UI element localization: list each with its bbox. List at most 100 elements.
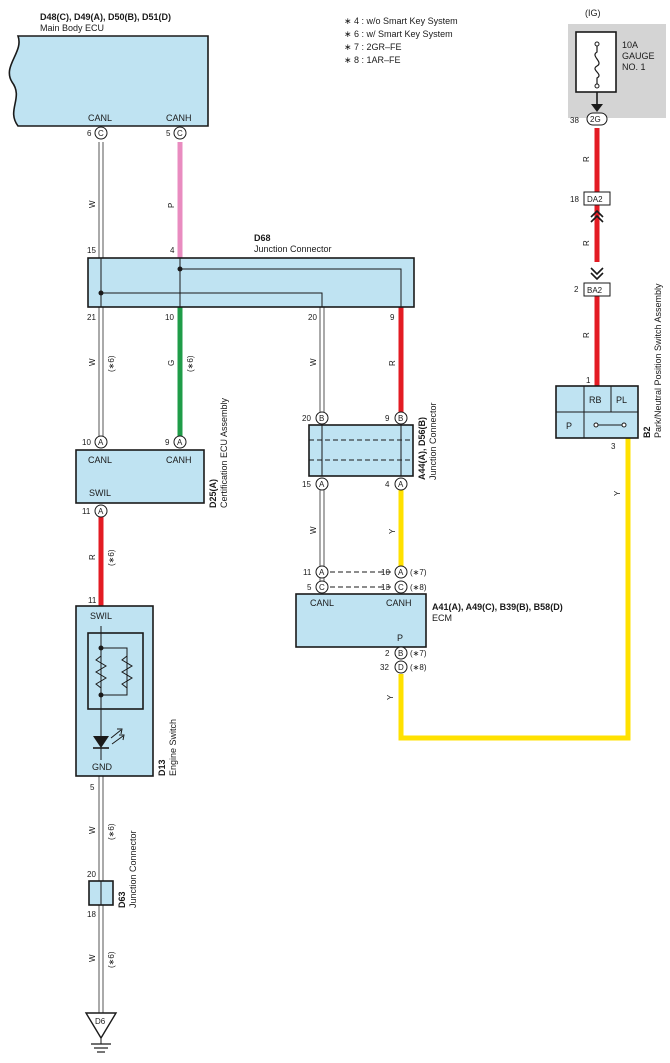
wire-label-note6-swil: (∗6) bbox=[107, 549, 116, 566]
fuse-rating: 10A bbox=[622, 40, 638, 50]
fuse-conn: 2G bbox=[590, 115, 601, 124]
cert-swil: SWIL bbox=[89, 488, 111, 498]
wire-label-y-pnp: Y bbox=[613, 490, 622, 496]
ecm-out2-note: (∗8) bbox=[410, 663, 427, 672]
ecm-canl: CANL bbox=[310, 598, 334, 608]
d63-code: D63 bbox=[117, 891, 127, 908]
pnp-pin-in: 1 bbox=[586, 376, 591, 385]
note-6: ∗ 6 : w/ Smart Key System bbox=[344, 29, 453, 39]
d63-name: Junction Connector bbox=[128, 830, 138, 908]
fuse-ig: (IG) bbox=[585, 8, 601, 18]
main-body-ecu-name: Main Body ECU bbox=[40, 23, 104, 33]
ground-icon bbox=[84, 1012, 118, 1040]
led-icon bbox=[93, 736, 109, 748]
main-body-ecu-canh-pin: 5 bbox=[166, 129, 171, 138]
engine-switch-gnd: GND bbox=[92, 762, 113, 772]
wire-label-w-2: W bbox=[88, 358, 97, 366]
notes: ∗ 4 : w/o Smart Key System ∗ 6 : w/ Smar… bbox=[344, 16, 458, 65]
wire-label-p-1: P bbox=[167, 203, 176, 208]
a44-pin-tl: 20 bbox=[302, 414, 311, 423]
wire-label-w-1: W bbox=[88, 200, 97, 208]
park-neutral-switch: 1 RB PL P 3 B2 Park/Neutral Position Swi… bbox=[555, 283, 663, 451]
junction-connector-d63: 20 18 D63 Junction Connector bbox=[87, 830, 138, 919]
wire-label-r-swil: R bbox=[88, 554, 97, 560]
wire-label-w-4: W bbox=[309, 526, 318, 534]
fuse-name2: NO. 1 bbox=[622, 62, 646, 72]
ecm-in-l1-conn: A bbox=[319, 568, 325, 577]
ecm-in-r1-conn: A bbox=[398, 568, 404, 577]
da2-label: DA2 bbox=[587, 195, 603, 204]
wire-label-r-ig-1: R bbox=[582, 156, 591, 162]
ecm-in-l2: 5 bbox=[307, 583, 312, 592]
main-body-ecu-canl-pin: 6 bbox=[87, 129, 92, 138]
ecm-p: P bbox=[397, 633, 403, 643]
engine-switch-code: D13 bbox=[157, 759, 167, 776]
fuse-name1: GAUGE bbox=[622, 51, 655, 61]
d68-pin-15: 15 bbox=[87, 246, 96, 255]
fuse-icon bbox=[594, 46, 600, 84]
d68-pin-10: 10 bbox=[165, 313, 174, 322]
ecm-in-r2: 13 bbox=[381, 583, 390, 592]
d68-pin-21: 21 bbox=[87, 313, 96, 322]
wire-label-w-gnd-1: W bbox=[88, 826, 97, 834]
pnp-pl: PL bbox=[616, 395, 627, 405]
a44-code: A44(A), D56(B) bbox=[417, 417, 427, 480]
cert-name: Certification ECU Assembly bbox=[219, 397, 229, 508]
cert-swil-conn: A bbox=[98, 507, 104, 516]
pnp-pin-out: 3 bbox=[611, 442, 616, 451]
a44-pin-br-conn: A bbox=[398, 480, 404, 489]
junction-connector-a44: 20 B 9 B 15 A 4 A A44(A), D56(B) Junctio… bbox=[302, 402, 438, 491]
certification-ecu: 10 A 9 A CANL CANH SWIL 11 A D25(A) Cert… bbox=[75, 397, 229, 518]
cert-canh-pin: 9 bbox=[165, 438, 170, 447]
ecm-in-r2-conn: C bbox=[398, 583, 404, 592]
resistor-icon bbox=[95, 655, 107, 689]
d63-pin-top: 20 bbox=[87, 870, 96, 879]
a44-pin-bl-conn: A bbox=[319, 480, 325, 489]
engine-switch-swil: SWIL bbox=[90, 611, 112, 621]
fuse-pin: 38 bbox=[570, 116, 579, 125]
cert-canh: CANH bbox=[166, 455, 192, 465]
d68-name: Junction Connector bbox=[254, 244, 332, 254]
cert-canl: CANL bbox=[88, 455, 112, 465]
wire-label-w-3: W bbox=[309, 358, 318, 366]
ba2-label: BA2 bbox=[587, 286, 603, 295]
ecm-out2-conn: D bbox=[398, 663, 404, 672]
pnp-code: B2 bbox=[642, 426, 652, 438]
ecm-name: ECM bbox=[432, 613, 452, 623]
da2-pin: 18 bbox=[570, 195, 579, 204]
ecm: 11 A 5 C 10 A (∗7) 13 C (∗8) CANL CANH P… bbox=[295, 565, 563, 674]
note-8: ∗ 8 : 1AR–FE bbox=[344, 55, 401, 65]
ecm-in-r2-note: (∗8) bbox=[410, 583, 427, 592]
wire-label-r-ig-2: R bbox=[582, 240, 591, 246]
wire-label-r-3: R bbox=[388, 360, 397, 366]
ecm-in-l2-conn: C bbox=[319, 583, 325, 592]
wire-label-note6-2: (∗6) bbox=[107, 355, 116, 372]
d68-pin-9: 9 bbox=[390, 313, 395, 322]
ecm-canh: CANH bbox=[386, 598, 412, 608]
main-body-ecu-canl-conn: C bbox=[98, 129, 104, 138]
wire-label-w-gnd-2: W bbox=[88, 954, 97, 962]
a44-pin-tl-conn: B bbox=[319, 414, 324, 423]
wire-label-g-2: G bbox=[167, 360, 176, 366]
main-body-ecu-code: D48(C), D49(A), D50(B), D51(D) bbox=[40, 12, 171, 22]
wire-y-p bbox=[398, 438, 631, 741]
note-7: ∗ 7 : 2GR–FE bbox=[344, 42, 402, 52]
cert-code: D25(A) bbox=[208, 479, 218, 508]
ba2-pin: 2 bbox=[574, 285, 579, 294]
wire-label-note6-3: (∗6) bbox=[186, 355, 195, 372]
wire-label-y-4: Y bbox=[388, 528, 397, 534]
wire-label-note6-gnd-2: (∗6) bbox=[107, 951, 116, 968]
cert-swil-pin: 11 bbox=[82, 507, 91, 516]
ecm-out2: 32 bbox=[380, 663, 389, 672]
a44-pin-tr-conn: B bbox=[398, 414, 403, 423]
ecm-in-r1: 10 bbox=[381, 568, 390, 577]
wire-label-r-ig-3: R bbox=[582, 332, 591, 338]
resistor-icon-2 bbox=[121, 655, 133, 689]
pnp-name: Park/Neutral Position Switch Assembly bbox=[653, 283, 663, 438]
ecm-code: A41(A), A49(C), B39(B), B58(D) bbox=[432, 602, 563, 612]
d63-pin-bot: 18 bbox=[87, 910, 96, 919]
fuse-gauge-no1: (IG) 10A GAUGE NO. 1 38 2G bbox=[568, 8, 666, 126]
d68-code: D68 bbox=[254, 233, 271, 243]
a44-pin-br: 4 bbox=[385, 480, 390, 489]
